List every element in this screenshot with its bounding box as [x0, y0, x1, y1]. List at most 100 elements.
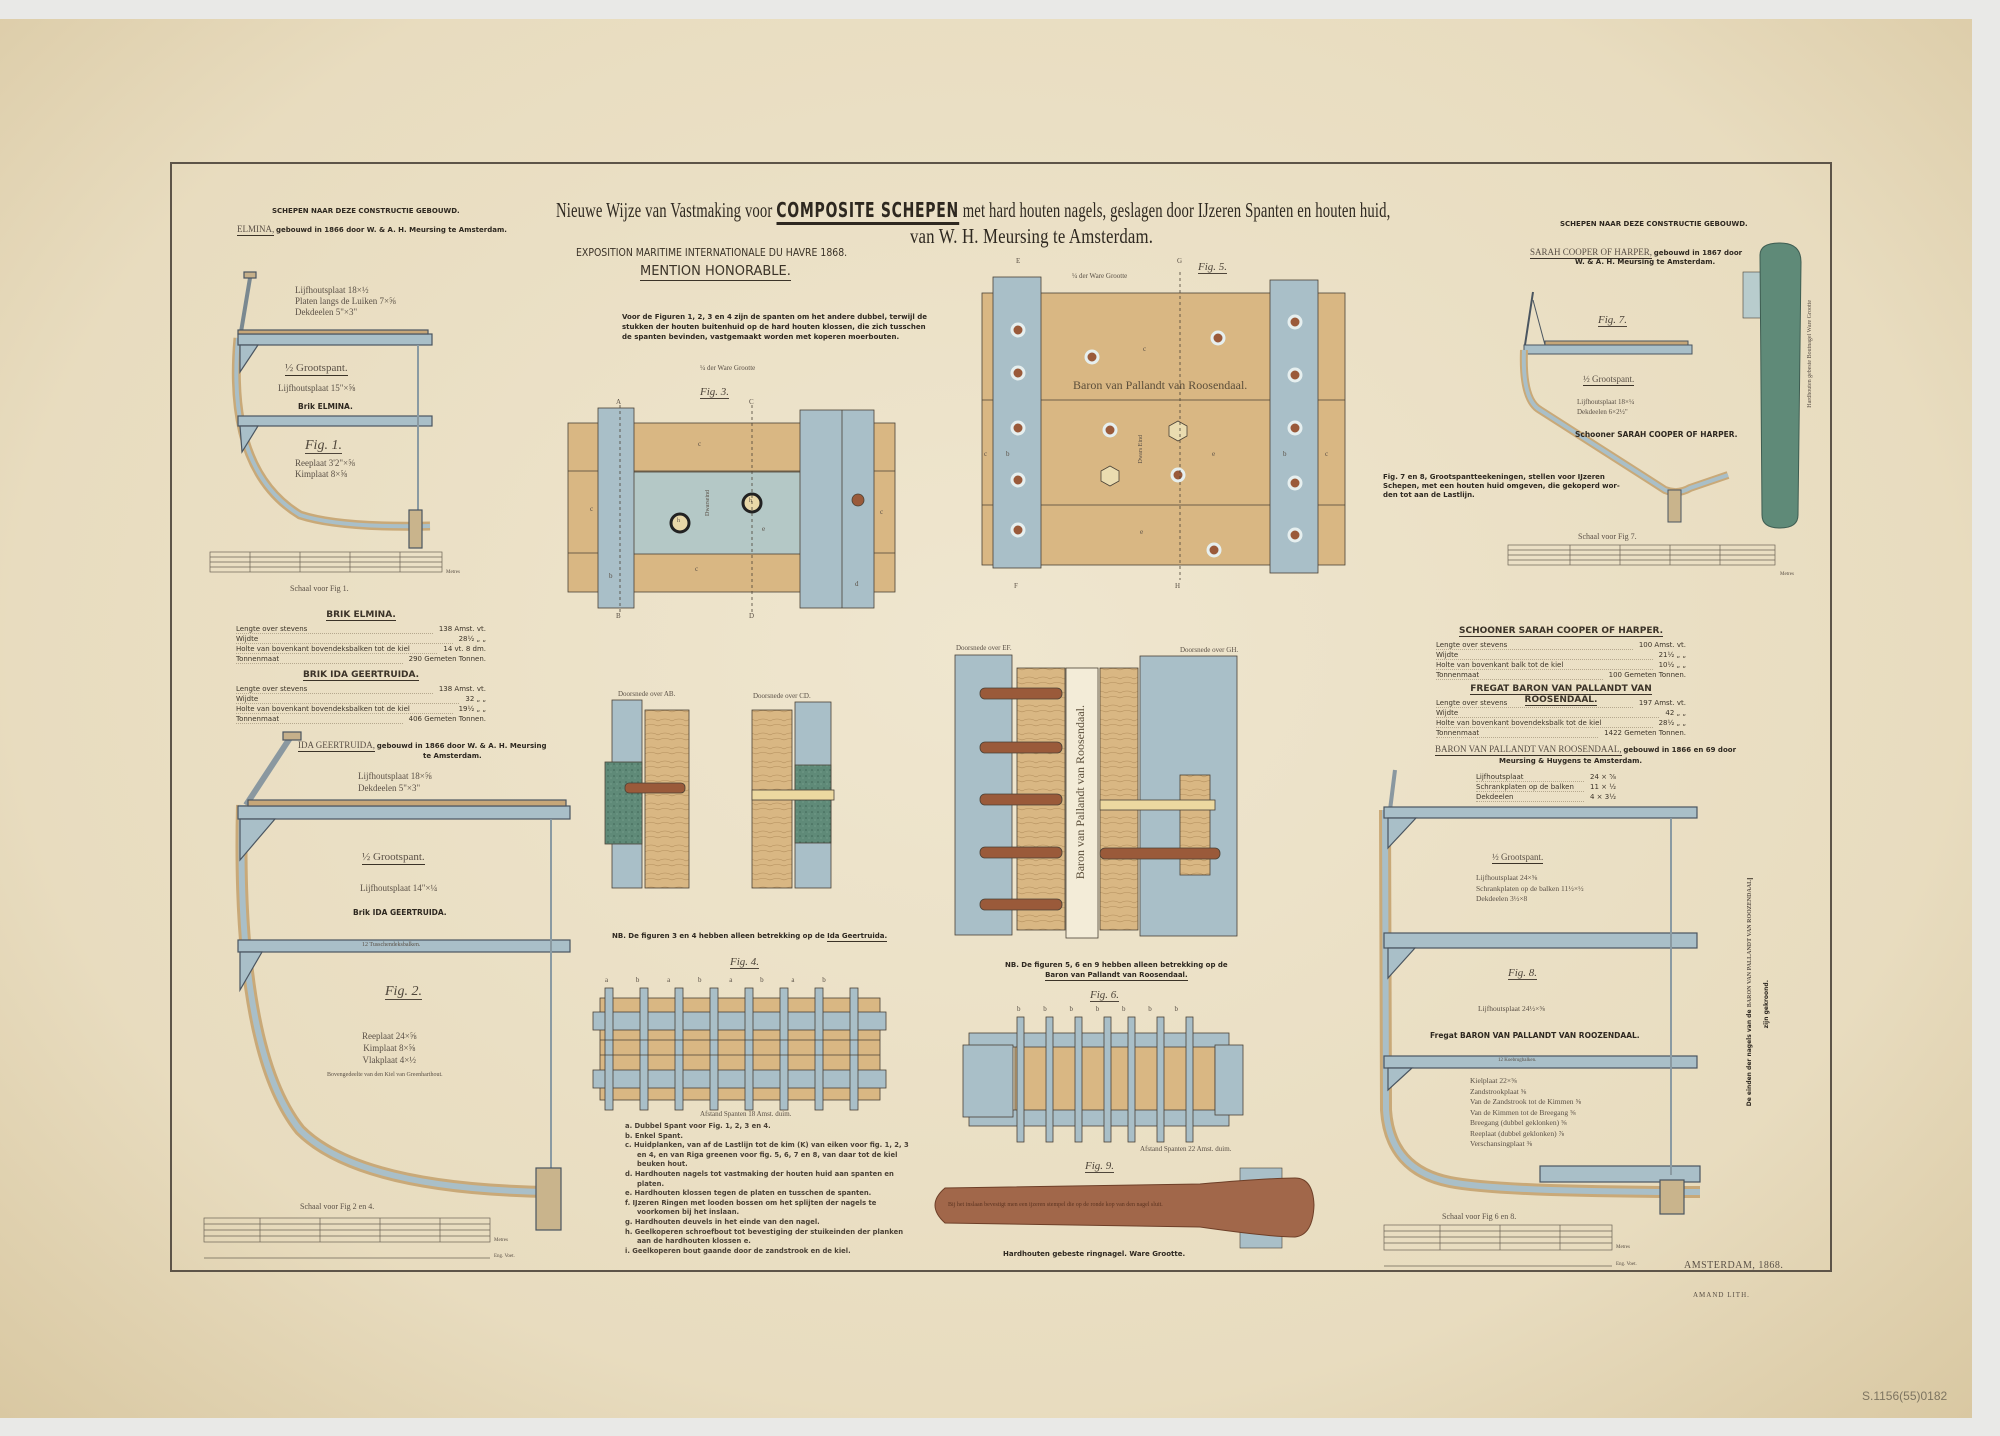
fig3-dwarseind: Dwarseind: [705, 490, 711, 516]
section-cd-label: Doorsnede over CD.: [753, 692, 811, 700]
spec-line: Kielplaat 22×⅝: [1470, 1076, 1517, 1085]
frame-mark: a: [791, 976, 795, 984]
row-label: Schrankplaten op de balken: [1476, 782, 1584, 792]
fig4-plan: [592, 987, 887, 1111]
fig2-scale-unit-feet: Eng. Voet.: [494, 1254, 515, 1259]
row-value: 100 Amst. vt.: [1638, 641, 1686, 649]
fig5-label: Fig. 5.: [1198, 257, 1228, 275]
fig4-label: Fig. 4.: [730, 954, 760, 969]
spec-line: Kimplaat 8×⅝: [363, 1043, 416, 1053]
spec-line: Van de Kimmen tot de Breegang ⅝: [1470, 1107, 1576, 1117]
ida-caption: IDA GEERTRUIDA, gebouwd in 1866 door W. …: [298, 740, 547, 761]
fig9-label: Fig. 9.: [1085, 1158, 1115, 1173]
fig3-label: Fig. 3.: [700, 382, 730, 400]
intro-note-line: de spanten bevinden, vastgemaakt worden …: [622, 333, 900, 341]
table-title: SCHOONER SARAH COOPER OF HARPER.: [1458, 626, 1663, 637]
legend-item: a. Dubbel Spant voor Fig. 1, 2, 3 en 4.: [625, 1122, 771, 1130]
mark-f: F: [1014, 582, 1018, 590]
spec-line: Lijfhoutsplaat 18×½: [295, 285, 369, 295]
intro-note-line: stukken der houten buitenhuid op de hard…: [622, 323, 926, 331]
fig2-ship-name: Brik IDA GEERTRUIDA.: [353, 908, 447, 917]
fig1-label: Fig. 1.: [305, 436, 342, 454]
boutnagel-caption: Hardhouten gebeste Boutnagel Ware Groott…: [1807, 300, 1813, 408]
fig7-hull-section: [1519, 291, 1730, 523]
frame-mark: a: [605, 976, 609, 984]
ida-caption-text: te Amsterdam.: [423, 752, 482, 760]
mark-b: B: [616, 612, 621, 620]
side-note-ship: BARON VAN PALLANDT VAN ROOZENDAAL: [1747, 878, 1753, 1008]
fig1-top-specs: Lijfhoutsplaat 18×½ Platen langs de Luik…: [295, 285, 396, 318]
fig3-letter: c: [590, 505, 594, 513]
fig7-scale-bar: [1507, 544, 1776, 566]
spec-line: Vlakplaat 4×½: [362, 1055, 417, 1065]
frame-mark: b: [1017, 1005, 1021, 1013]
title-prefix: Nieuwe Wijze van Vastmaking voor: [556, 198, 773, 222]
fig5-letter: c: [1325, 450, 1329, 458]
fig3-scale-note: ¼ der Ware Grootte: [700, 364, 756, 372]
fig4-spacing: Afstand Spanten 18 Amst. duim.: [700, 1110, 792, 1118]
mark-h: H: [1175, 582, 1181, 590]
row-value: 14 vt. 8 dm.: [443, 645, 486, 653]
title-suffix: met hard houten nagels, geslagen door IJ…: [962, 198, 1391, 222]
fig3-letter: c: [880, 508, 884, 516]
fig3-letter: c: [698, 440, 702, 448]
row-value: 197 Amst. vt.: [1638, 699, 1686, 707]
row-label: Holte van bovenkant bovendeksbalk tot de…: [1436, 718, 1653, 728]
spec-line: Van de Zandstrook tot de Kimmen ⅝: [1470, 1097, 1582, 1106]
row-value: 138 Amst. vt.: [438, 625, 486, 633]
frame-mark: b: [760, 976, 764, 984]
fig9-inner-text: Bij het inslaan bevestigt men een ijzere…: [948, 1202, 1163, 1208]
ida-caption-text: gebouwd in 1866 door W. & A. H. Meursing: [376, 742, 547, 750]
row-label: Lengte over stevens: [1436, 698, 1633, 708]
frame-mark: a: [729, 976, 733, 984]
title-line-2: van W. H. Meursing te Amsterdam.: [910, 224, 1154, 248]
spec-line: Reeplaat (dubbel geklonken) ⅞: [1470, 1128, 1565, 1138]
section-ab-label: Doorsnede over AB.: [618, 690, 676, 698]
fig3-letter: h: [677, 518, 680, 524]
row-label: Tonnenmaat: [236, 654, 403, 664]
boutnagel-drawing: [1742, 242, 1802, 529]
note-line: Fig. 7 en 8, Grootspantteekeningen, stel…: [1383, 473, 1605, 481]
fig8-scale-unit: Metres: [1616, 1245, 1630, 1250]
section-title-text: ½ Grootspant.: [285, 362, 348, 376]
row-label: Dekdeelen: [1476, 792, 1584, 802]
side-note-nagels: De einden der nagels van de BARON VAN PA…: [1745, 878, 1755, 1106]
fig3-letter: c: [695, 565, 699, 573]
baron-caption-text: gebouwd in 1866 en 69 door: [1623, 746, 1737, 754]
frame-mark: a: [667, 976, 671, 984]
fig2-beam-label: 12 Tusschendeksbalken.: [362, 942, 421, 948]
fig3-plan-detail: [567, 405, 896, 612]
fig2-keel-note: Bovengedeelte van den Kiel van Greenhart…: [327, 1072, 443, 1078]
mark-e: E: [1016, 257, 1021, 265]
fig8-scale-unit-feet: Eng. Voet.: [1616, 1262, 1637, 1267]
ida-name: IDA GEERTRUIDA,: [298, 740, 375, 752]
fig8-bottom-specs: Kielplaat 22×⅝ Zandstrookplaat ⅝ Van de …: [1470, 1076, 1581, 1150]
row-label: Tonnenmaat: [236, 714, 403, 724]
fig6-frame-marks: b b b b b b b: [1017, 1005, 1178, 1014]
exposition-line: EXPOSITION MARITIME INTERNATIONALE DU HA…: [576, 246, 848, 259]
fig2-mid-spec: Lijfhoutsplaat 14"×¼: [360, 883, 438, 893]
row-label: Holte van bovenkant bovendeksbalken tot …: [236, 704, 453, 714]
fig2-bottom-specs: Reeplaat 24×⅝ Kimplaat 8×⅝ Vlakplaat 4×½: [362, 1030, 417, 1066]
spec-line: Lijfhoutsplaat 18×⅝: [358, 771, 432, 781]
row-label: Wijdte: [236, 634, 453, 644]
fig2-label: Fig. 2.: [385, 982, 422, 1000]
spec-line: Zandstrookplaat ⅝: [1470, 1086, 1527, 1096]
row-label: Holte van bovenkant balk tot de kiel: [1436, 660, 1653, 670]
fig-label-text: Fig. 6.: [1090, 989, 1120, 1002]
section-ab-cd: [604, 699, 835, 889]
fig3-letter: e: [762, 525, 766, 533]
frame-mark: b: [822, 976, 826, 984]
fig1-scale-bar: [209, 551, 443, 573]
side-note-text: De einden der nagels van de: [1746, 1009, 1753, 1107]
spec-line: Dekdeelen 5"×3": [358, 783, 421, 793]
fig7-scale-label: Schaal voor Fig 7.: [1578, 532, 1637, 541]
fig8-mid-spec: Lijfhoutsplaat 24½×⅝: [1478, 1004, 1545, 1013]
left-heading: SCHEPEN NAAR DEZE CONSTRUCTIE GEBOUWD.: [272, 207, 460, 215]
